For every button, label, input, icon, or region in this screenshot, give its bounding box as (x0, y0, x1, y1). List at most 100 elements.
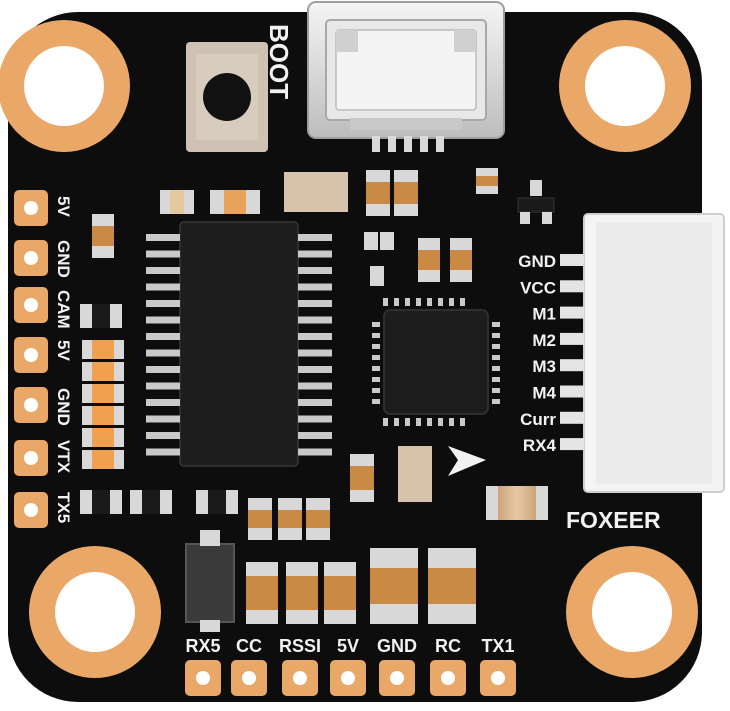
chip-pin (438, 298, 443, 306)
pad-label: CC (236, 636, 262, 656)
center-passives (248, 446, 548, 540)
left-pad-labels: 5V GND CAM 5V GND VTX TX5 (54, 196, 73, 523)
connector-pin (560, 332, 584, 345)
bottom-pad-row (185, 660, 516, 696)
chip-pin (492, 388, 500, 393)
chip-pin (383, 298, 388, 306)
connector-pin-label: M1 (532, 305, 556, 324)
chip-pin (146, 382, 180, 390)
pad-label: GND (54, 388, 73, 426)
bottom-passives (185, 530, 476, 632)
chip-pin (492, 355, 500, 360)
chip-pin (394, 298, 399, 306)
connector-pin (560, 385, 584, 398)
chip-pin (298, 448, 332, 456)
pcb (8, 12, 702, 702)
connector-pin-label: GND (518, 252, 556, 271)
connector-pin-label: RX4 (523, 436, 557, 455)
mounting-holes (0, 20, 698, 678)
pad-label: RSSI (279, 636, 321, 656)
chip-pin (298, 432, 332, 439)
chip-pin (146, 432, 180, 439)
chip-pin (372, 399, 380, 404)
capacitor (82, 428, 124, 447)
pad-label: CAM (54, 290, 73, 329)
chip-pin (492, 366, 500, 371)
bottom-pad-labels: RX5 CC RSSI 5V GND RC TX1 (185, 636, 514, 656)
chip-pin (146, 349, 180, 357)
chip-pin (405, 298, 410, 306)
chip-pin (298, 250, 332, 258)
chip-pin (146, 399, 180, 406)
connector-pin-label: M3 (532, 357, 556, 376)
connector-pin-label: Curr (520, 410, 556, 429)
chip-pin (460, 418, 465, 426)
chip-pin (492, 344, 500, 349)
pad-label: TX5 (54, 492, 73, 523)
pad-label: 5V (54, 340, 73, 361)
chip-pin (298, 366, 332, 373)
chip-pin (492, 322, 500, 327)
chip-pin (383, 418, 388, 426)
usb-connector (307, 1, 505, 152)
chip-pin (372, 388, 380, 393)
chip-pin (298, 316, 332, 324)
chip-pin (372, 355, 380, 360)
large-chip (146, 221, 332, 467)
capacitor (82, 362, 124, 381)
left-pad-row (14, 190, 48, 528)
connector-pin (560, 280, 584, 293)
connector-pin-label: VCC (520, 278, 556, 297)
pad-label: GND (54, 240, 73, 278)
chip-pin (146, 415, 180, 423)
chip-pin (438, 418, 443, 426)
pad-label: RX5 (185, 636, 220, 656)
pad-label: TX1 (481, 636, 514, 656)
chip-pin (146, 316, 180, 324)
chip-pin (460, 298, 465, 306)
brand-label: FOXEER (566, 507, 661, 533)
chip-pin (298, 267, 332, 274)
pad-label: GND (377, 636, 417, 656)
chip-pin (146, 283, 180, 291)
pad-label: VTX (54, 440, 73, 474)
boot-button (186, 42, 268, 152)
connector-pin-label: M2 (532, 331, 556, 350)
connector-pin-label: M4 (532, 384, 556, 403)
connector-pin (560, 306, 584, 319)
chip-pin (146, 250, 180, 258)
pad-label: 5V (337, 636, 359, 656)
chip-pin (146, 300, 180, 307)
chip-pin (298, 415, 332, 423)
chip-pin (146, 234, 180, 241)
connector-pin (560, 411, 584, 424)
left-passives (80, 304, 238, 514)
chip-pin (492, 399, 500, 404)
chip-pin (394, 418, 399, 426)
chip-pin (372, 333, 380, 338)
capacitor (82, 406, 124, 425)
chip-pin (146, 366, 180, 373)
chip-pin (146, 448, 180, 456)
connector-pin (560, 438, 584, 451)
chip-pin (372, 344, 380, 349)
chip-pin (298, 349, 332, 357)
arrow-icon (448, 446, 486, 476)
pad-label: 5V (54, 196, 73, 217)
pad-label: RC (435, 636, 461, 656)
chip-pin (492, 377, 500, 382)
chip-pin (298, 333, 332, 340)
chip-pin (372, 377, 380, 382)
motor-connector (560, 213, 725, 493)
chip-pin (372, 366, 380, 371)
capacitor (82, 450, 124, 469)
chip-pin (372, 322, 380, 327)
chip-pin (298, 382, 332, 390)
chip-pin (405, 418, 410, 426)
chip-pin (298, 300, 332, 307)
chip-pin (146, 267, 180, 274)
chip-pin (298, 283, 332, 291)
capacitor (82, 384, 124, 403)
